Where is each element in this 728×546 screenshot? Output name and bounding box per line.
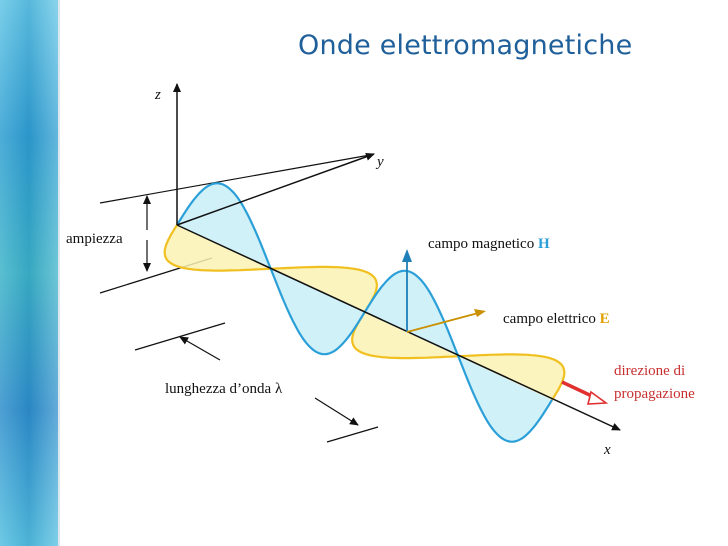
x-axis-label: x: [603, 442, 611, 458]
y-axis-label: y: [375, 154, 384, 170]
slide-title: Onde elettromagnetiche: [298, 30, 633, 61]
electric-field-text: campo elettrico: [503, 311, 596, 327]
wavelength-left-tick: [134, 322, 226, 351]
electric-field-vector: [406, 311, 483, 333]
x-axis: [176, 224, 621, 431]
direction-label-line2: propagazione: [614, 386, 695, 402]
wavelength-right-tick: [326, 426, 379, 443]
electric-field-label: campo elettrico E: [503, 311, 610, 327]
wavelength-arrow-upper: [179, 336, 221, 361]
left-decorative-strip: [0, 0, 58, 546]
electric-vector-head: [474, 309, 486, 317]
magnetic-vector-head: [402, 249, 412, 262]
electric-field-symbol: E: [600, 311, 610, 327]
direction-label-line1: direzione di: [614, 363, 685, 379]
magnetic-field-label: campo magnetico H: [428, 236, 550, 252]
magnetic-field-text: campo magnetico: [428, 236, 534, 252]
wavelength-arrow-lower: [314, 397, 359, 426]
strip-edge: [58, 0, 60, 546]
wavelength-label: lunghezza d’onda λ: [165, 381, 283, 397]
amplitude-label: ampiezza: [66, 231, 123, 247]
propagation-arrow-head: [586, 390, 609, 405]
y-axis: [176, 152, 375, 226]
z-axis-label: z: [154, 87, 161, 103]
magnetic-field-symbol: H: [538, 236, 550, 252]
